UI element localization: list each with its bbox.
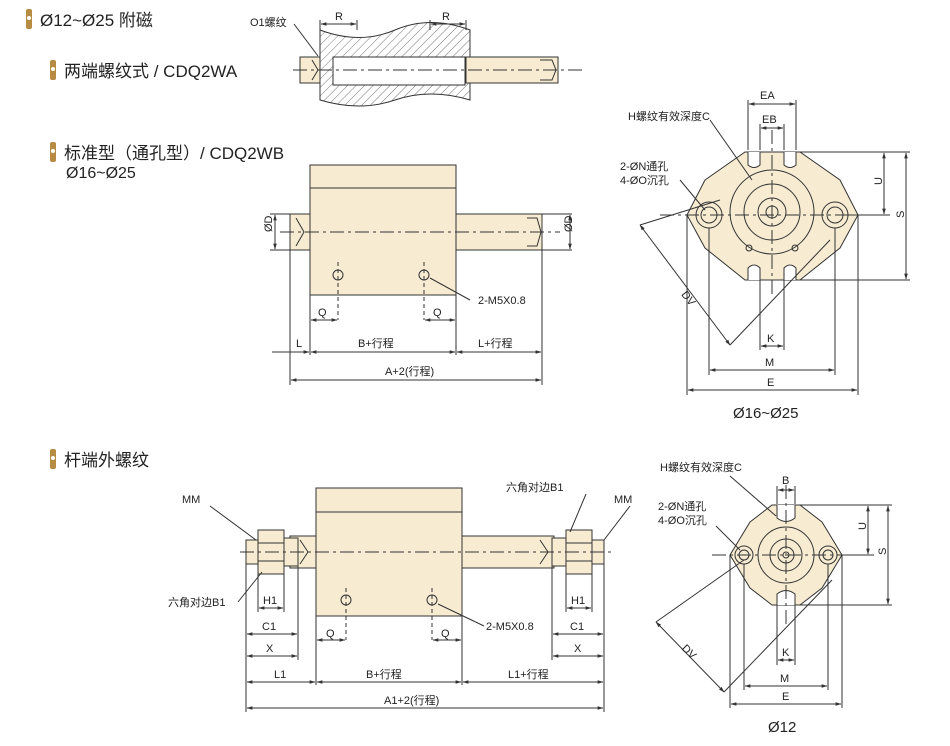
section-wb: 标准型（通孔型）/ CDQ2WB xyxy=(50,139,284,164)
wb-b-label: B+行程 xyxy=(358,337,394,350)
flange-range-label: Ø16~Ø25 xyxy=(733,405,798,422)
rod-a1-label: A1+2(行程) xyxy=(384,694,439,707)
rod-q-left: Q xyxy=(326,628,335,640)
flange2-b-label: B xyxy=(782,475,789,487)
wb-side-view xyxy=(270,164,572,385)
flange-n2-label: 4-ØO沉孔 xyxy=(620,174,669,187)
rod-mm-right: MM xyxy=(614,494,632,506)
flange2-dv-label: DV xyxy=(679,642,699,662)
wb-lp-label: L+行程 xyxy=(478,337,513,350)
flange2-n2-label: 4-ØO沉孔 xyxy=(658,514,707,527)
bullet-icon xyxy=(50,448,56,469)
rod-c1-left: C1 xyxy=(262,621,276,633)
flange-eb-label: EB xyxy=(762,114,777,126)
flange-k-label: K xyxy=(767,333,775,345)
rod-l1p-label: L1+行程 xyxy=(508,668,549,681)
flange-m-label: M xyxy=(765,357,774,369)
flange-u-label: U xyxy=(873,177,885,185)
section-rod: 杆端外螺纹 xyxy=(50,446,149,471)
flange-s-label: S xyxy=(895,211,907,218)
flange2-h-label: H螺纹有效深度C xyxy=(660,460,742,474)
rod-side-view xyxy=(209,487,631,712)
wb-od-left: ØD xyxy=(263,215,275,232)
flange2-n1-label: 2-ØN通孔 xyxy=(658,500,706,513)
bullet-icon xyxy=(26,8,32,29)
flange2-e-label: E xyxy=(782,691,789,703)
rod-q-right: Q xyxy=(441,628,450,640)
bullet-icon xyxy=(50,141,56,162)
section-header-text: Ø12~Ø25 附磁 xyxy=(40,11,153,30)
rod-m5-label: 2-M5X0.8 xyxy=(486,621,534,633)
wa-section-view xyxy=(293,20,585,107)
bullet-icon xyxy=(50,59,56,80)
rod-l1-label: L1 xyxy=(274,669,286,681)
wa-o1-label: O1螺纹 xyxy=(250,15,287,29)
rod-b-label: B+行程 xyxy=(366,668,402,681)
flange-view-16-25 xyxy=(639,100,910,395)
wa-r-label-1: R xyxy=(335,11,343,23)
wb-m5-label: 2-M5X0.8 xyxy=(478,295,526,307)
rod-hex-left: 六角对边B1 xyxy=(168,595,225,609)
rod-h1-right: H1 xyxy=(571,595,585,607)
flange2-s-label: S xyxy=(877,548,889,555)
section-wa: 两端螺纹式 / CDQ2WA xyxy=(50,57,237,82)
section-wb-text: 标准型（通孔型）/ CDQ2WB xyxy=(64,144,285,163)
flange2-range-label: Ø12 xyxy=(768,719,796,736)
flange2-m-label: M xyxy=(780,673,789,685)
flange2-u-label: U xyxy=(857,522,869,530)
section-wa-text: 两端螺纹式 / CDQ2WA xyxy=(64,62,238,81)
wb-od-right: ØD xyxy=(563,215,575,232)
rod-x-right: X xyxy=(574,643,582,655)
flange-dv-label: DV xyxy=(678,289,697,309)
rod-c1-right: C1 xyxy=(570,621,584,633)
wb-q-left: Q xyxy=(318,307,327,319)
wb-q-right: Q xyxy=(433,307,442,319)
flange2-k-label: K xyxy=(782,647,790,659)
flange-view-12 xyxy=(655,475,892,708)
flange-h-label: H螺纹有效深度C xyxy=(628,109,710,123)
section-rod-text: 杆端外螺纹 xyxy=(64,451,149,470)
rod-hex-right: 六角对边B1 xyxy=(506,480,563,494)
rod-x-left: X xyxy=(266,643,274,655)
wa-r-label-2: R xyxy=(442,11,450,23)
section-header: Ø12~Ø25 附磁 xyxy=(26,6,153,31)
wb-l-label: L xyxy=(296,338,302,350)
flange-ea-label: EA xyxy=(760,90,775,102)
rod-h1-left: H1 xyxy=(263,595,277,607)
wb-a-label: A+2(行程) xyxy=(385,365,434,378)
rod-mm-left: MM xyxy=(182,494,200,506)
flange-e-label: E xyxy=(767,377,774,389)
section-wb-range: Ø16~Ø25 xyxy=(66,165,136,182)
flange-n1-label: 2-ØN通孔 xyxy=(620,160,668,173)
